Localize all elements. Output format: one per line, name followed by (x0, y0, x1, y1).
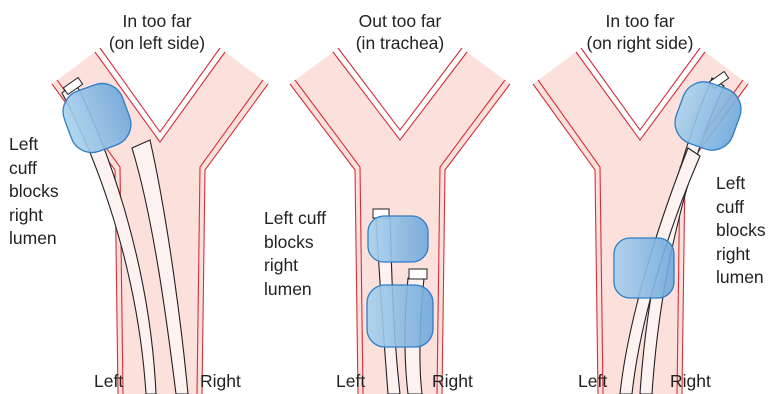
panel1-left-label: Left (94, 370, 123, 392)
panel3-title: In too far (on right side) (540, 10, 740, 54)
note-line: blocks (264, 231, 326, 255)
panel1-title: In too far (on left side) (57, 10, 257, 54)
panel2-title-line1: Out too far (300, 10, 500, 32)
note-line: blocks (716, 219, 766, 243)
note-line: Left (716, 172, 766, 196)
panel3-note: Left cuff blocks right lumen (716, 172, 766, 290)
cuff-left-upper (368, 216, 428, 262)
panel3-title-line2: (on right side) (540, 32, 740, 54)
note-line: right (264, 254, 326, 278)
note-line: lumen (9, 227, 59, 251)
note-line: cuff (716, 196, 766, 220)
panel1-title-line2: (on left side) (57, 32, 257, 54)
note-line: right (9, 204, 59, 228)
panel2-title: Out too far (in trachea) (300, 10, 500, 54)
panel2-right-label: Right (432, 370, 473, 392)
panel1-note: Left cuff blocks right lumen (9, 133, 59, 251)
panel1-right-label: Right (200, 370, 241, 392)
panel3-left-label: Left (578, 370, 607, 392)
note-line: lumen (716, 266, 766, 290)
panel3-right-label: Right (670, 370, 711, 392)
panel2-left-label: Left (336, 370, 365, 392)
cuff-left (614, 238, 674, 298)
panel2-note: Left cuff blocks right lumen (264, 207, 326, 301)
note-line: Left (9, 133, 59, 157)
note-line: cuff (9, 157, 59, 181)
cuff-right-lower (367, 285, 433, 347)
panel3-title-line1: In too far (540, 10, 740, 32)
panel-in-too-far-left (52, 48, 268, 394)
panel2-title-line2: (in trachea) (300, 32, 500, 54)
note-line: blocks (9, 180, 59, 204)
note-line: right (716, 243, 766, 267)
panel1-title-line1: In too far (57, 10, 257, 32)
note-line: Left cuff (264, 207, 326, 231)
note-line: lumen (264, 278, 326, 302)
